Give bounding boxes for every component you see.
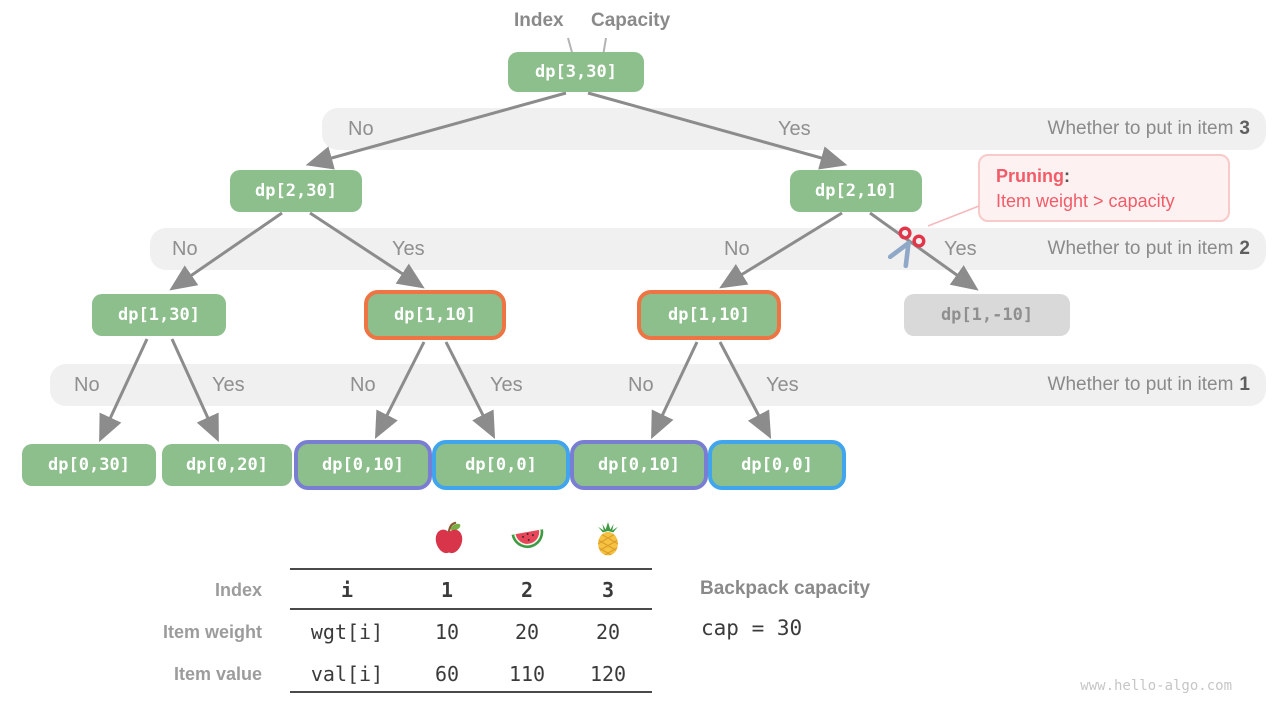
dp-node-1-10-left: dp[1,10] [364, 290, 506, 340]
pineapple-icon [598, 522, 618, 556]
tree-arrows [99, 91, 979, 443]
table-cell-wgt-label: wgt[i] [310, 620, 384, 644]
dp-node-2-30: dp[2,30] [230, 170, 362, 212]
edge-d1-10L-yes [444, 341, 496, 440]
dp-node-0-30: dp[0,30] [22, 444, 156, 486]
dp-node-0-10-right: dp[0,10] [570, 440, 708, 490]
watermark: www.hello-algo.com [1080, 678, 1232, 694]
table-rule-top [290, 568, 652, 570]
dp-node-1-10-right: dp[1,10] [637, 290, 781, 340]
edge-d1-30-no [99, 338, 149, 443]
dp-node-2-10: dp[2,10] [790, 170, 922, 212]
pruning-title-text: Pruning [996, 166, 1064, 186]
band1-yes-label-2: Yes [490, 374, 523, 396]
table-cell-val-1: 60 [434, 662, 460, 686]
dp-node-0-20: dp[0,20] [162, 444, 292, 486]
band3-yes-label: Yes [778, 118, 811, 140]
band1-yes-label-3: Yes [766, 374, 799, 396]
table-cell-index-2: 2 [520, 578, 534, 602]
band3-no-label: No [348, 118, 374, 140]
dp-node-1-30: dp[1,30] [92, 294, 226, 336]
table-cell-wgt-3: 20 [595, 620, 621, 644]
table-cell-index-1: 1 [440, 578, 454, 602]
band2-yes-label-1: Yes [392, 238, 425, 260]
backpack-capacity-label: Backpack capacity [700, 578, 871, 599]
edge-d1-10L-no [374, 341, 426, 440]
backpack-capacity-value: cap = 30 [701, 616, 803, 640]
table-row-label-value: Item value [173, 664, 262, 684]
index-pointer-label: Index [514, 10, 564, 31]
edge-root-yes [587, 91, 848, 170]
band3-question-text: Whether to put in item [1047, 118, 1234, 139]
band3-item-number: 3 [1239, 118, 1250, 139]
table-rule-middle [290, 608, 652, 610]
edge-d2-10-yes-pruned [869, 211, 979, 291]
decision-band-item-3 [322, 108, 1266, 150]
table-row-label-index: Index [214, 580, 262, 600]
dp-node-0-0-right: dp[0,0] [708, 440, 846, 490]
table-cell-val-label: val[i] [310, 662, 384, 686]
edge-d1-10R-no [651, 341, 699, 440]
band1-no-label-3: No [628, 374, 654, 396]
scissors-icon [887, 226, 926, 269]
apple-icon [435, 521, 463, 554]
table-row-label-weight: Item weight [162, 622, 262, 642]
band2-question-text: Whether to put in item [1047, 238, 1234, 259]
pruning-title-colon: : [1064, 166, 1070, 186]
capacity-pointer-label: Capacity [591, 10, 671, 31]
band2-no-label-1: No [172, 238, 198, 260]
decision-band-item-1 [50, 364, 1266, 406]
table-cell-val-3: 120 [589, 662, 627, 686]
edge-d2-30-yes [309, 211, 425, 289]
edge-d2-30-no [169, 211, 283, 291]
dp-node-0-0-left: dp[0,0] [432, 440, 570, 490]
edge-root-no [305, 91, 567, 170]
band2-yes-label-2: Yes [944, 238, 977, 260]
band1-no-label-1: No [74, 374, 100, 396]
edge-d1-30-yes [170, 338, 219, 443]
dp-node-3-30: dp[3,30] [508, 52, 644, 92]
table-cell-wgt-2: 20 [514, 620, 540, 644]
pruning-callout: Pruning: Item weight > capacity [978, 154, 1230, 222]
band2-no-label-2: No [724, 238, 750, 260]
table-rule-bottom [290, 691, 652, 693]
watermelon-icon [511, 529, 544, 549]
edge-d2-10-no [719, 211, 843, 289]
band1-item-number: 1 [1239, 374, 1250, 395]
table-cell-i: i [340, 578, 354, 602]
edge-d1-10R-yes [718, 341, 772, 439]
band1-no-label-2: No [350, 374, 376, 396]
table-cell-val-2: 110 [508, 662, 546, 686]
dp-node-1-neg10-pruned: dp[1,-10] [904, 294, 1070, 336]
decision-band-item-2 [150, 228, 1266, 270]
table-cell-index-3: 3 [601, 578, 615, 602]
pruning-description: Item weight > capacity [996, 191, 1175, 211]
pruning-connector-line [927, 205, 980, 227]
band1-yes-label-1: Yes [212, 374, 245, 396]
dp-node-0-10-left: dp[0,10] [294, 440, 432, 490]
band2-item-number: 2 [1239, 238, 1250, 259]
pruning-title: Pruning: [996, 164, 1228, 188]
table-cell-wgt-1: 10 [434, 620, 460, 644]
band1-question-text: Whether to put in item [1047, 374, 1234, 395]
